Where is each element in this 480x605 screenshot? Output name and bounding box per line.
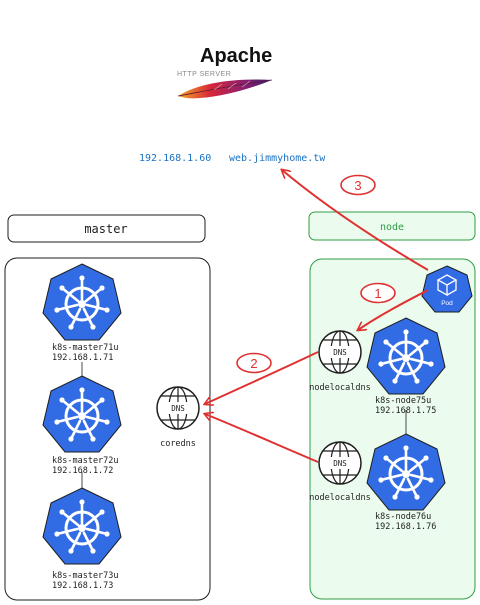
nodelocaldns-1-label: nodelocaldns [309,383,370,393]
step-3-label: 3 [354,178,361,193]
step-1-label: 1 [374,286,381,301]
step-2-label: 2 [250,356,257,371]
node-76u-ip: 192.168.1.76 [375,522,436,532]
coredns-dns-text: DNS [171,404,185,413]
apache-logo: Apache HTTP SERVER [177,45,273,99]
arrow-2-nodelocaldns-to-coredns [205,351,319,404]
pod: Pod [421,265,473,313]
master-73u: k8s-master73u 192.168.1.73 [41,486,123,591]
node-75u-name: k8s-node75u [375,396,431,406]
apache-feather-icon [177,79,273,99]
master-73u-ip: 192.168.1.73 [52,581,113,591]
node-header-label: node [380,222,404,233]
pod-cube-icon [436,274,458,297]
pod-label: Pod [441,300,453,307]
master-72u-ip: 192.168.1.72 [52,466,113,476]
arrow-1-pod-to-nodelocaldns [358,289,429,330]
target-ip: 192.168.1.60 [139,153,211,164]
node-76u-name: k8s-node76u [375,512,431,522]
master-71u: k8s-master71u 192.168.1.71 [41,262,123,363]
arrow-3-pod-to-target [282,170,429,271]
master-header: master [7,214,206,243]
master-72u-name: k8s-master72u [52,456,119,466]
apache-subtitle: HTTP SERVER [177,71,231,78]
nodelocaldns-2: DNS nodelocaldns [309,441,371,503]
coredns: DNS coredns [156,386,200,449]
apache-title: Apache [200,45,272,67]
step-badge-1: 1 [360,282,396,304]
node-75u: k8s-node75u 192.168.1.75 [365,316,447,416]
master-72u: k8s-master72u 192.168.1.72 [41,374,123,476]
master-71u-name: k8s-master71u [52,343,119,353]
target-domain: web.jimmyhome.tw [229,153,326,164]
nodelocaldns-2-dns-text: DNS [333,459,347,468]
node-header: node [308,211,476,241]
nodelocaldns-2-label: nodelocaldns [309,493,370,503]
arrow-2b-nodelocaldns-to-coredns [205,414,319,463]
master-header-label: master [84,222,127,236]
step-badge-3: 3 [340,174,376,196]
node-76u: k8s-node76u 192.168.1.76 [365,432,447,532]
coredns-label: coredns [160,439,196,449]
step-badge-2: 2 [236,352,272,374]
master-73u-name: k8s-master73u [52,571,119,581]
nodelocaldns-1-dns-text: DNS [333,348,347,357]
master-71u-ip: 192.168.1.71 [52,353,113,363]
nodelocaldns-1: DNS nodelocaldns [309,330,371,393]
node-75u-ip: 192.168.1.75 [375,406,436,416]
